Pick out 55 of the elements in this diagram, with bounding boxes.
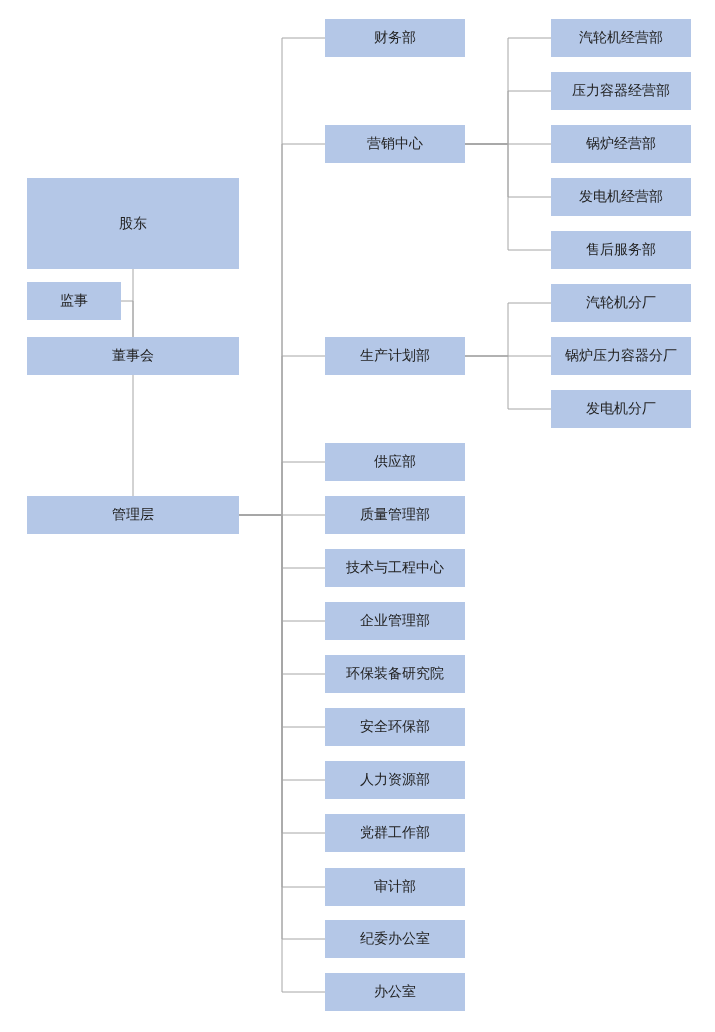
org-box: [325, 549, 465, 587]
org-box: [325, 761, 465, 799]
department-name: 压力容器经营部: [572, 82, 670, 100]
org-box: [551, 231, 691, 269]
department-name: 企业管理部: [360, 612, 430, 630]
org-box: [27, 178, 239, 269]
org-box: [27, 337, 239, 375]
department-name: 审计部: [374, 878, 416, 896]
org-box: [551, 72, 691, 110]
org-box: [551, 390, 691, 428]
department-name: 发电机经营部: [579, 188, 663, 206]
department-name: 监事: [60, 292, 88, 310]
connector-line: [132, 374, 134, 497]
department-name: 锅炉经营部: [586, 135, 656, 153]
org-box: [551, 178, 691, 216]
department-name: 供应部: [374, 453, 416, 471]
department-name: 人力资源部: [360, 771, 430, 789]
org-box: [325, 814, 465, 852]
department-name: 汽轮机经营部: [579, 29, 663, 47]
org-box: [27, 282, 121, 320]
org-box: [325, 708, 465, 746]
org-box: [325, 602, 465, 640]
department-name: 锅炉压力容器分厂: [565, 347, 677, 365]
department-name: 技术与工程中心: [346, 559, 444, 577]
connector-line: [464, 355, 552, 410]
org-box: [551, 337, 691, 375]
department-name: 发电机分厂: [586, 400, 656, 418]
org-box: [325, 337, 465, 375]
department-name: 质量管理部: [360, 506, 430, 524]
org-box: [551, 284, 691, 322]
org-box: [325, 655, 465, 693]
org-box: [325, 443, 465, 481]
org-box: [325, 125, 465, 163]
org-box: [325, 920, 465, 958]
department-name: 营销中心: [367, 135, 423, 153]
department-name: 生产计划部: [360, 347, 430, 365]
department-name: 财务部: [374, 29, 416, 47]
department-name: 环保装备研究院: [346, 665, 444, 683]
department-name: 党群工作部: [360, 824, 430, 842]
department-name: 安全环保部: [360, 718, 430, 736]
org-box: [325, 19, 465, 57]
department-name: 董事会: [112, 347, 154, 365]
org-box: [325, 973, 465, 1011]
department-name: 办公室: [374, 983, 416, 1001]
org-box: [27, 496, 239, 534]
org-box: [325, 868, 465, 906]
department-name: 售后服务部: [586, 241, 656, 259]
connector-line: [120, 300, 134, 338]
department-name: 汽轮机分厂: [586, 294, 656, 312]
org-box: [551, 125, 691, 163]
org-box: [325, 496, 465, 534]
org-box: [551, 19, 691, 57]
department-name: 管理层: [112, 506, 154, 524]
department-name: 纪委办公室: [360, 930, 430, 948]
department-name: 股东: [119, 214, 147, 233]
